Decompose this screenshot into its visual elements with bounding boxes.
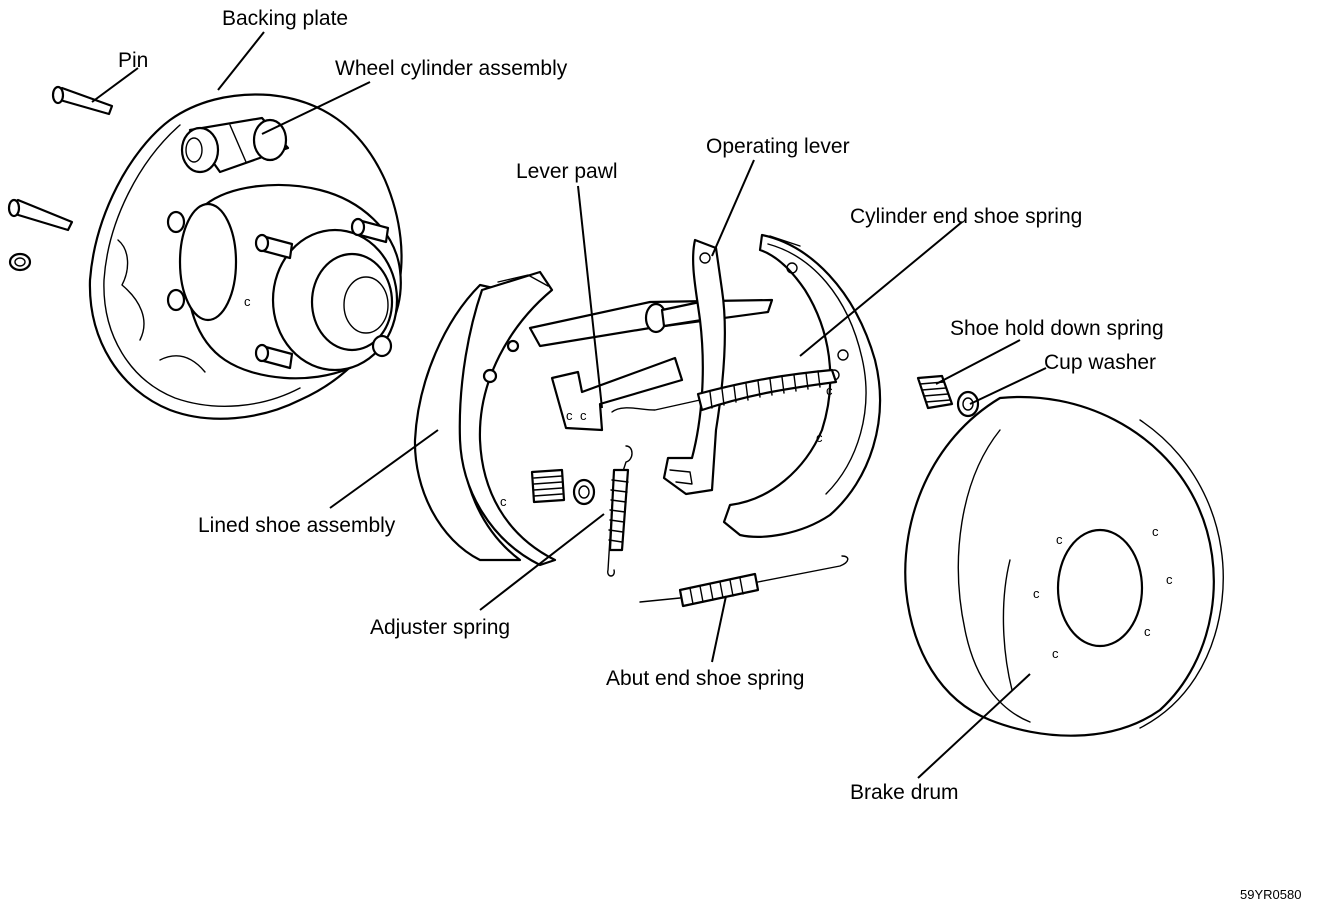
operating-lever-label: Operating lever	[706, 135, 850, 158]
svg-text:c: c	[1056, 532, 1063, 547]
svg-text:c: c	[244, 294, 251, 309]
cylinder-end-spring-part	[611, 368, 838, 413]
backing-plate-part: c	[88, 93, 403, 420]
cylinder-end-shoe-spring-label: Cylinder end shoe spring	[850, 205, 1082, 228]
lined-shoe-assembly-label: Lined shoe assembly	[198, 514, 396, 537]
brake-drum-label: Brake drum	[850, 781, 959, 804]
svg-text:c: c	[500, 494, 507, 509]
leader-lines	[91, 31, 1047, 779]
abut-end-shoe-spring-label: Abut end shoe spring	[606, 667, 804, 690]
svg-text:c: c	[1052, 646, 1059, 661]
lever-pawl-label: Lever pawl	[516, 160, 618, 183]
pin-part	[7, 85, 114, 272]
svg-text:c: c	[566, 408, 573, 423]
lined-shoe-part: c	[413, 270, 557, 567]
cup-washer-label: Cup washer	[1044, 351, 1156, 374]
abut-end-spring-part	[639, 555, 849, 608]
svg-text:c: c	[1033, 586, 1040, 601]
svg-text:c: c	[816, 430, 823, 445]
cup-washer-part	[956, 390, 980, 418]
adjuster-spring-label: Adjuster spring	[370, 616, 510, 639]
hold-down-spring-left	[530, 468, 596, 506]
svg-text:c: c	[580, 408, 587, 423]
wheel-cylinder-part	[180, 116, 290, 174]
right-shoe-part: c c	[722, 233, 882, 538]
svg-text:c: c	[826, 383, 833, 398]
wheel-cylinder-assembly-label: Wheel cylinder assembly	[335, 57, 568, 80]
backing-plate-label: Backing plate	[222, 7, 348, 30]
lever-pawl-part: c c	[550, 356, 684, 432]
shoe-hold-down-spring-label: Shoe hold down spring	[950, 317, 1164, 340]
svg-text:c: c	[1152, 524, 1159, 539]
operating-lever-part	[662, 238, 726, 496]
figure-code: 59YR0580	[1240, 887, 1301, 902]
svg-text:c: c	[1166, 572, 1173, 587]
brake-drum-part: c c c c c c	[904, 395, 1224, 737]
pin-label: Pin	[118, 49, 148, 72]
adjuster-spring-part	[607, 445, 633, 577]
svg-text:c: c	[1144, 624, 1151, 639]
adjuster-strut-part	[528, 298, 774, 348]
shoe-hold-down-spring-right	[916, 374, 954, 410]
